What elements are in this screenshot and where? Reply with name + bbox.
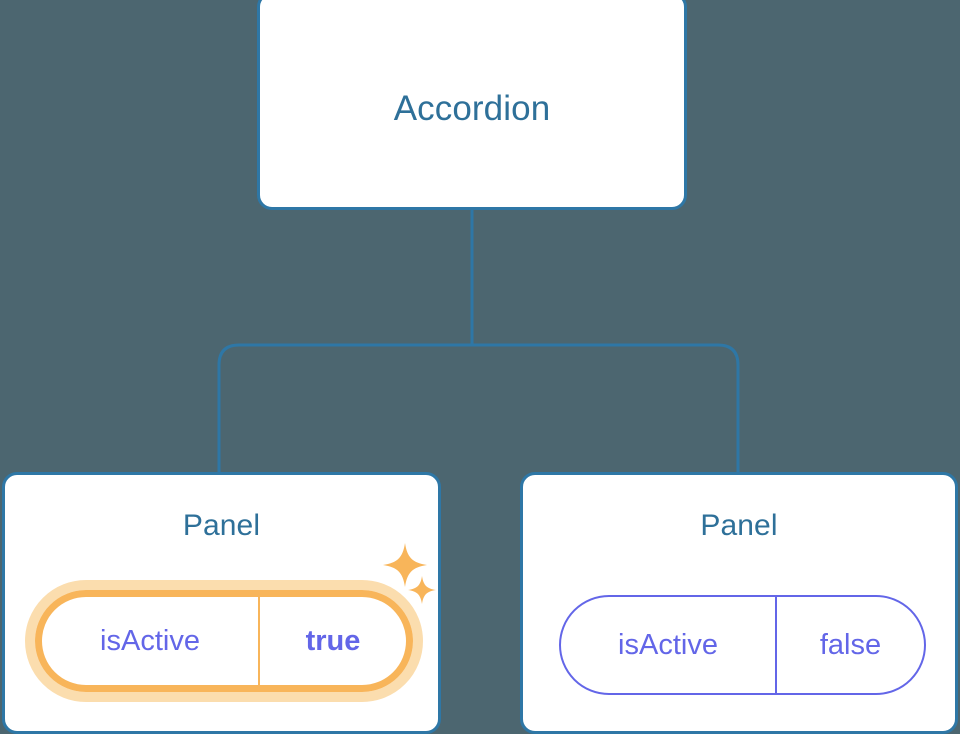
prop-value-label: false	[775, 597, 924, 693]
prop-pill-isactive-true[interactable]: isActive true	[35, 590, 413, 692]
node-panel-inactive-title: Panel	[700, 509, 778, 542]
node-accordion-title: Accordion	[393, 89, 551, 128]
connector-branch-bar	[217, 343, 740, 474]
prop-pill-active-wrapper: isActive true	[25, 580, 423, 702]
node-accordion[interactable]: Accordion	[257, 0, 687, 210]
prop-key-label: isActive	[100, 624, 200, 657]
node-panel-active-title: Panel	[182, 509, 261, 542]
prop-key-label: isActive	[618, 628, 718, 661]
prop-pill-isactive-false[interactable]: isActive false	[559, 595, 926, 695]
node-panel-active[interactable]: Panel isActive true	[2, 472, 441, 734]
node-panel-inactive[interactable]: Panel isActive false	[520, 472, 958, 734]
prop-value-label: true	[258, 597, 406, 685]
